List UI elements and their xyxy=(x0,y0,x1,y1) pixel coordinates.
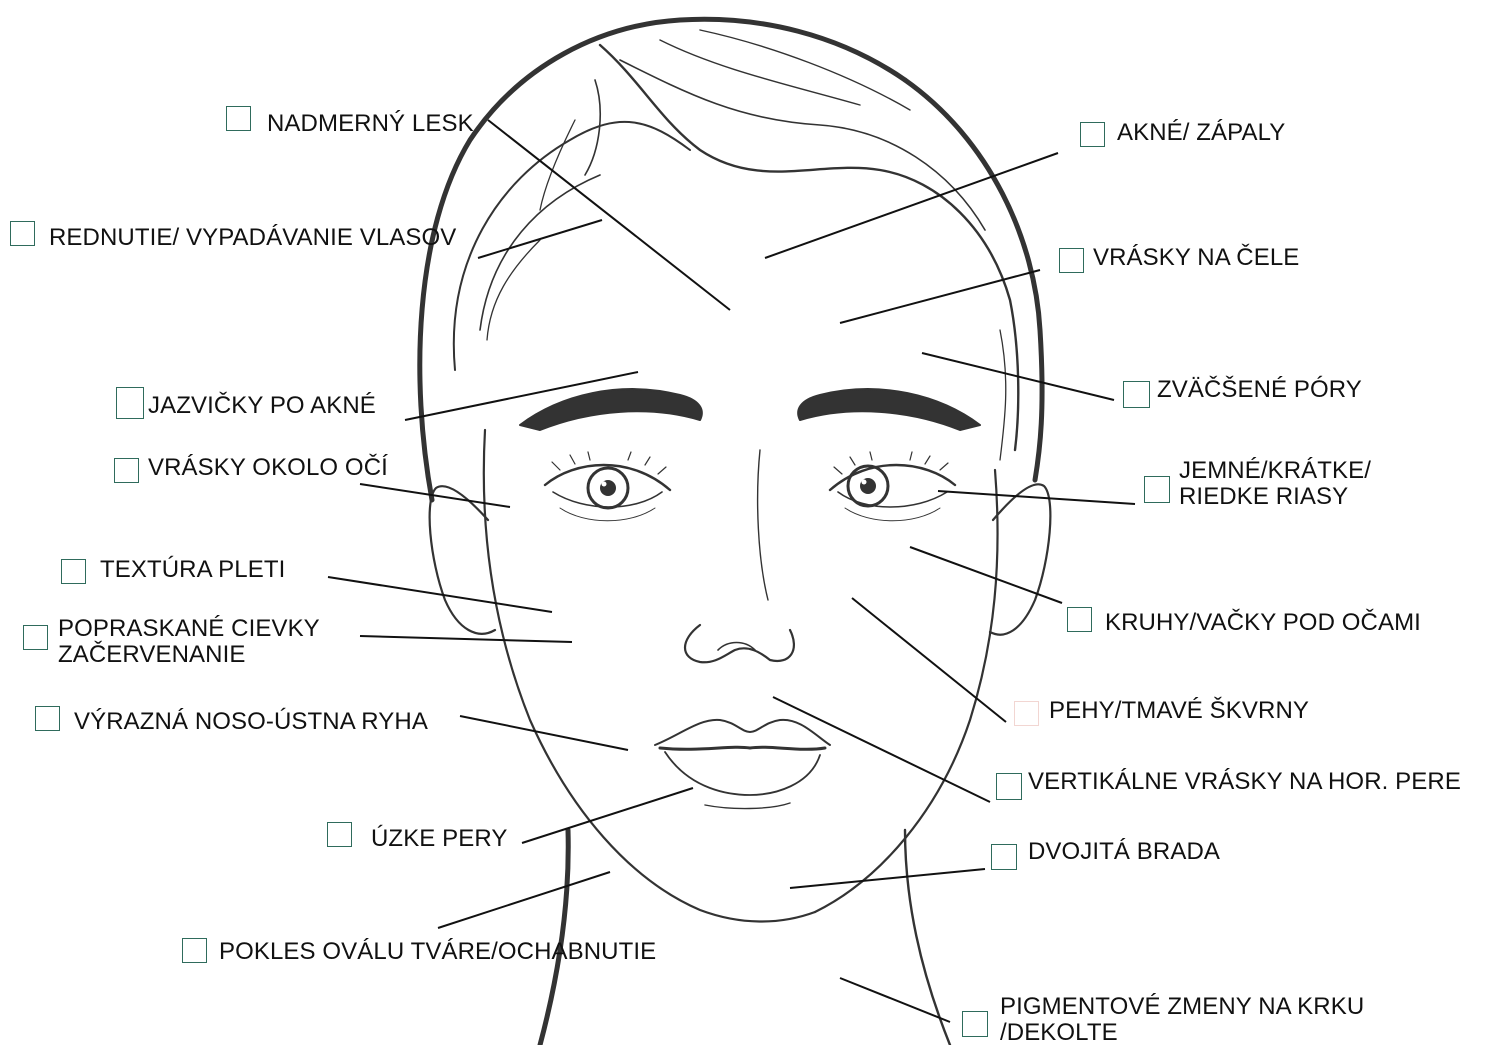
label-pory: ZVÄČŠENÉ PÓRY xyxy=(1157,377,1362,403)
label-popraskane: POPRASKANÉ CIEVKY ZAČERVENANIE xyxy=(58,616,320,668)
checkbox-riasy[interactable] xyxy=(1144,476,1170,503)
leader-uzke-pery xyxy=(522,788,693,843)
checkbox-vertikalne[interactable] xyxy=(996,773,1022,800)
label-akne: AKNÉ/ ZÁPALY xyxy=(1117,120,1285,146)
leader-akne xyxy=(765,153,1058,258)
label-pokles: POKLES OVÁLU TVÁRE/OCHABNUTIE xyxy=(219,939,656,965)
label-dvojita-brada: DVOJITÁ BRADA xyxy=(1028,839,1220,865)
leader-popraskane xyxy=(360,636,572,642)
leader-vrasky-oci xyxy=(360,484,510,507)
item-pory: ZVÄČŠENÉ PÓRY xyxy=(1123,381,1362,408)
item-vrasky-cele: VRÁSKY NA ČELE xyxy=(1059,248,1299,273)
checkbox-vrasky-cele[interactable] xyxy=(1059,248,1084,273)
item-dvojita-brada: DVOJITÁ BRADA xyxy=(991,844,1220,870)
right-ear xyxy=(990,484,1050,634)
checkbox-textura[interactable] xyxy=(61,559,86,584)
item-kruhy: KRUHY/VAČKY POD OČAMI xyxy=(1067,607,1421,636)
checkbox-nadmerny-lesk[interactable] xyxy=(226,106,251,131)
label-uzke-pery: ÚZKE PERY xyxy=(371,826,508,852)
checkbox-kruhy[interactable] xyxy=(1067,607,1092,632)
checkbox-pehy[interactable] xyxy=(1014,701,1039,726)
label-jazvicky: JAZVIČKY PO AKNÉ xyxy=(148,393,376,419)
leader-riasy xyxy=(938,491,1135,504)
item-nosoustna: VÝRAZNÁ NOSO-ÚSTNA RYHA xyxy=(35,706,428,735)
item-nadmerny-lesk: NADMERNÝ LESK xyxy=(226,106,474,137)
checkbox-vrasky-oci[interactable] xyxy=(114,458,139,483)
label-textura: TEXTÚRA PLETI xyxy=(100,557,285,583)
label-vrasky-cele: VRÁSKY NA ČELE xyxy=(1093,245,1299,271)
item-riasy: JEMNÉ/KRÁTKE/ RIEDKE RIASY xyxy=(1144,458,1371,510)
leader-pehy xyxy=(852,598,1006,722)
item-rednutie: REDNUTIE/ VYPADÁVANIE VLASOV xyxy=(10,221,456,251)
upper-lip xyxy=(655,720,830,745)
checkbox-uzke-pery[interactable] xyxy=(327,822,352,847)
checkbox-akne[interactable] xyxy=(1080,122,1105,147)
label-vertikalne: VERTIKÁLNE VRÁSKY NA HOR. PERE xyxy=(1028,769,1461,795)
label-popraskane-line1: POPRASKANÉ CIEVKY xyxy=(58,616,320,642)
checkbox-pory[interactable] xyxy=(1123,381,1150,408)
label-riasy-line1: JEMNÉ/KRÁTKE/ xyxy=(1179,458,1371,484)
item-popraskane: POPRASKANÉ CIEVKY ZAČERVENANIE xyxy=(23,616,320,668)
label-rednutie: REDNUTIE/ VYPADÁVANIE VLASOV xyxy=(49,225,456,251)
label-pigment-line2: /DEKOLTE xyxy=(1000,1020,1364,1046)
label-vrasky-oci: VRÁSKY OKOLO OČÍ xyxy=(148,455,388,481)
checkbox-popraskane[interactable] xyxy=(23,625,48,650)
label-riasy: JEMNÉ/KRÁTKE/ RIEDKE RIASY xyxy=(1179,458,1371,510)
label-kruhy: KRUHY/VAČKY POD OČAMI xyxy=(1105,610,1421,636)
label-pigment-line1: PIGMENTOVÉ ZMENY NA KRKU xyxy=(1000,994,1364,1020)
label-popraskane-line2: ZAČERVENANIE xyxy=(58,642,320,668)
checkbox-nosoustna[interactable] xyxy=(35,706,60,731)
checkbox-pokles[interactable] xyxy=(182,938,207,963)
item-vrasky-oci: VRÁSKY OKOLO OČÍ xyxy=(114,458,388,483)
lip-line xyxy=(660,747,825,749)
item-pokles: POKLES OVÁLU TVÁRE/OCHABNUTIE xyxy=(182,938,656,965)
label-riasy-line2: RIEDKE RIASY xyxy=(1179,484,1371,510)
leader-pokles xyxy=(438,872,610,928)
hair-outline-left xyxy=(420,19,905,500)
label-nadmerny-lesk: NADMERNÝ LESK xyxy=(267,111,474,137)
label-pigment: PIGMENTOVÉ ZMENY NA KRKU /DEKOLTE xyxy=(1000,994,1364,1046)
label-pehy: PEHY/TMAVÉ ŠKVRNY xyxy=(1049,698,1309,724)
left-eyebrow xyxy=(520,389,702,430)
item-jazvicky: JAZVIČKY PO AKNÉ xyxy=(116,387,376,419)
right-eyebrow xyxy=(798,389,980,430)
item-textura: TEXTÚRA PLETI xyxy=(61,559,285,584)
leader-kruhy xyxy=(910,547,1062,603)
leader-nadmerny-lesk xyxy=(488,120,730,310)
checkbox-dvojita-brada[interactable] xyxy=(991,844,1017,870)
item-pigment: PIGMENTOVÉ ZMENY NA KRKU /DEKOLTE xyxy=(962,994,1364,1046)
leader-nosoustna xyxy=(460,716,628,750)
face-outline-left xyxy=(484,430,815,922)
checkbox-rednutie[interactable] xyxy=(10,221,35,246)
item-pehy: PEHY/TMAVÉ ŠKVRNY xyxy=(1014,701,1309,726)
item-uzke-pery: ÚZKE PERY xyxy=(327,822,508,852)
item-akne: AKNÉ/ ZÁPALY xyxy=(1080,122,1285,147)
checkbox-jazvicky[interactable] xyxy=(116,387,144,419)
leader-dvojita-brada xyxy=(790,869,985,888)
nose-bridge xyxy=(758,450,768,600)
nose-tip xyxy=(685,625,794,662)
checkbox-pigment[interactable] xyxy=(962,1011,988,1037)
leader-rednutie xyxy=(478,220,602,258)
label-nosoustna: VÝRAZNÁ NOSO-ÚSTNA RYHA xyxy=(74,709,428,735)
item-vertikalne: VERTIKÁLNE VRÁSKY NA HOR. PERE xyxy=(996,773,1461,800)
